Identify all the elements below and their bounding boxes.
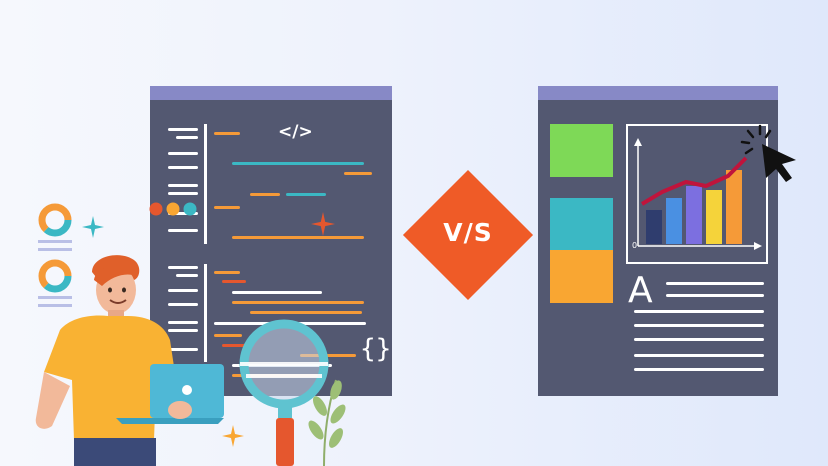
code-line (222, 344, 246, 347)
green-block (550, 124, 613, 177)
code-line (214, 206, 240, 209)
sparkle-icon-orange (222, 425, 244, 447)
color-dots (149, 202, 197, 216)
code-line (168, 229, 198, 232)
developer-person-illustration (35, 255, 224, 466)
code-gutter-divider (204, 264, 207, 362)
analytics-chart-illustration (626, 124, 768, 264)
code-line (344, 172, 372, 175)
code-line (168, 152, 198, 155)
code-line (250, 193, 280, 196)
vs-label: V/S (443, 218, 493, 247)
text-line (634, 338, 764, 341)
laptop-icon (116, 364, 224, 424)
preview-panel-topbar (538, 86, 778, 100)
code-line (176, 274, 198, 277)
code-line (168, 266, 198, 269)
orange-block (550, 250, 613, 303)
code-line (168, 192, 198, 195)
donut-chart-icon-top (38, 203, 72, 251)
code-line (232, 236, 364, 239)
code-line (214, 271, 240, 274)
text-line (634, 354, 764, 357)
magnifying-glass-icon (239, 319, 329, 466)
code-line (168, 212, 198, 215)
cursor-pointer-icon (740, 124, 796, 182)
code-tag-icon: </> (278, 122, 313, 142)
code-line (168, 348, 198, 351)
code-line (214, 334, 242, 337)
preview-panel: 0 A (538, 86, 778, 396)
teal-block (550, 198, 613, 251)
code-line (168, 329, 198, 332)
code-gutter-divider (204, 124, 207, 244)
sparkle-icon-red (311, 212, 335, 236)
code-line (168, 184, 198, 187)
axis-origin-label: 0 (632, 241, 638, 250)
code-line (168, 128, 198, 131)
code-line (168, 303, 198, 306)
code-line (214, 322, 270, 325)
code-line (168, 166, 198, 169)
donut-chart-icon-bottom (38, 259, 72, 307)
code-line (278, 322, 366, 325)
text-line (634, 324, 764, 327)
code-line (222, 280, 246, 283)
code-line (176, 136, 198, 139)
code-line (232, 301, 364, 304)
code-line (168, 289, 198, 292)
text-letter-a: A (628, 270, 653, 311)
braces-icon: {} (360, 334, 392, 364)
code-line (214, 132, 240, 135)
code-line (232, 162, 364, 165)
text-line (634, 310, 764, 313)
code-line (300, 354, 356, 357)
code-line (232, 291, 322, 294)
code-line (250, 311, 362, 314)
sparkle-icon-teal (82, 216, 104, 238)
text-line (666, 282, 764, 285)
plant-icon (308, 379, 346, 466)
text-line (666, 294, 764, 297)
code-line (286, 193, 326, 196)
code-line (168, 321, 198, 324)
text-line (634, 368, 764, 371)
code-panel-topbar (150, 86, 392, 100)
